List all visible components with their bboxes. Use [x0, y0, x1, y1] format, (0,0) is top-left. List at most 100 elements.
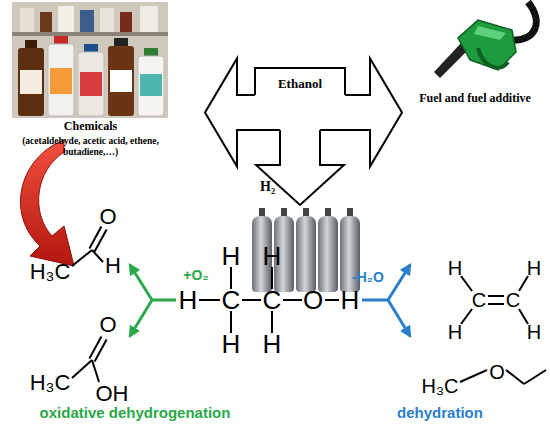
- atom-label: H: [263, 331, 282, 357]
- chemical-bottles-photo: [50, 68, 72, 94]
- fuel-nozzle-icon: [434, 2, 536, 78]
- atom-label: O: [489, 362, 505, 382]
- dehydration-branch-arrow: [362, 299, 388, 302]
- atom-label: C: [472, 290, 486, 310]
- chemical-bottles-photo: [80, 72, 102, 96]
- chemical-bonds: [461, 276, 472, 291]
- chemical-bonds: [524, 370, 546, 384]
- chemical-bottles-photo: [108, 46, 134, 116]
- chemical-bottles-photo: [100, 8, 114, 32]
- fuel-nozzle-icon: [474, 26, 506, 40]
- process-caption: oxidative dehydrogenation: [40, 405, 231, 420]
- dehydration-branch-arrow: [388, 265, 410, 300]
- atom-label: H: [527, 322, 541, 342]
- chemical-bottles-photo: [110, 70, 132, 92]
- chemical-bonds: [72, 360, 92, 378]
- chemical-bonds: [92, 250, 103, 262]
- atom-label: H₃C: [30, 261, 71, 283]
- oxidation-branch-arrow: [152, 299, 176, 302]
- chemical-bottles-photo: [140, 6, 158, 32]
- atom-label: H: [222, 331, 241, 357]
- chemical-bottles-photo: [138, 56, 164, 116]
- chemical-bonds: [519, 276, 528, 291]
- product-group: H₂: [240, 205, 365, 295]
- atom-label: H: [527, 258, 541, 278]
- block-arrow: [345, 59, 402, 167]
- chemical-bonds: [95, 229, 107, 251]
- curved-red-arrow: [20, 140, 74, 266]
- group-heading: Chemicals: [8, 120, 173, 134]
- chemical-bottles-photo: [80, 10, 94, 32]
- chemical-bonds: [72, 250, 92, 266]
- block-arrow: [205, 59, 255, 167]
- chemical-bottles-photo: [48, 44, 74, 116]
- chemical-bonds: [325, 299, 339, 301]
- chemical-bottles-photo: [12, 32, 168, 36]
- atom-label: H: [448, 322, 462, 342]
- chemical-bonds: [488, 303, 504, 305]
- process-caption: dehydration: [397, 405, 483, 420]
- atom-label: OH: [96, 383, 129, 405]
- reagent-label: -H₂O: [352, 270, 384, 284]
- chemical-bonds: [283, 299, 302, 301]
- chemical-bottles-photo: [18, 48, 44, 116]
- chemical-bottles-photo: [40, 12, 52, 32]
- chemical-bottles-photo: [12, 2, 168, 118]
- group-heading: Fuel and fuel additive: [402, 92, 548, 106]
- chemical-bonds: [230, 267, 232, 289]
- chemical-bonds: [95, 339, 107, 361]
- source-hub: Ethanol: [255, 68, 345, 130]
- chemical-bonds: [72, 227, 546, 384]
- chemical-bonds: [199, 299, 220, 301]
- atom-label: C: [506, 290, 520, 310]
- reagent-label: +O₂: [183, 268, 208, 282]
- chemical-bonds: [488, 295, 504, 297]
- atom-label: H: [222, 243, 241, 269]
- group-body: (acetaldehyde, acetic acid, ethene, buta…: [8, 136, 173, 158]
- chemical-bonds: [506, 370, 524, 384]
- oxidation-branch-arrow: [130, 300, 152, 336]
- chemical-bottles-photo: [78, 52, 104, 116]
- chemical-bonds: [460, 370, 487, 382]
- hub-label: Ethanol: [255, 77, 345, 92]
- product-group: Chemicals (acetaldehyde, acetic acid, eth…: [8, 2, 205, 174]
- atom-label: H₃C: [421, 376, 458, 396]
- dehydration-branch-arrow: [388, 300, 410, 336]
- product-group: Fuel and fuel additive: [402, 2, 548, 118]
- oxidation-branch-arrow: [130, 265, 176, 336]
- chemical-bottles-photo: [20, 70, 42, 94]
- atom-label: H: [105, 255, 121, 277]
- atom-label: O: [99, 314, 116, 336]
- chemical-bonds: [89, 337, 101, 359]
- chemical-bottles-photo: [20, 8, 34, 32]
- chemical-bottles-photo: [140, 74, 162, 96]
- chemical-bonds: [242, 299, 261, 301]
- atom-label: O: [303, 287, 323, 313]
- atom-label: O: [99, 206, 116, 228]
- chemical-bottles-photo: [58, 6, 74, 32]
- chemical-bonds: [519, 309, 528, 324]
- atom-label: C: [263, 287, 282, 313]
- atom-label: C: [222, 287, 241, 313]
- block-arrow: [256, 130, 344, 205]
- chemical-bonds: [271, 267, 273, 289]
- gas-cylinders-photo: [318, 222, 338, 292]
- gas-cylinders-photo: [296, 222, 316, 292]
- atom-label: H: [263, 243, 282, 269]
- atom-label: H: [179, 287, 198, 313]
- atom-label: H: [448, 258, 462, 278]
- hub-outline: [255, 68, 345, 130]
- chemical-bottles-photo: [120, 12, 132, 32]
- oxidation-branch-arrow: [130, 265, 152, 300]
- atom-label: H₃C: [30, 372, 71, 394]
- chemical-bonds: [89, 227, 101, 249]
- atom-label: H: [341, 287, 360, 313]
- gas-cylinders-photo: [252, 208, 360, 292]
- chemical-bonds: [92, 360, 99, 382]
- fuel-nozzle-icon: [510, 2, 536, 40]
- chemical-bonds: [230, 311, 232, 333]
- fuel-nozzle-icon: [478, 48, 508, 68]
